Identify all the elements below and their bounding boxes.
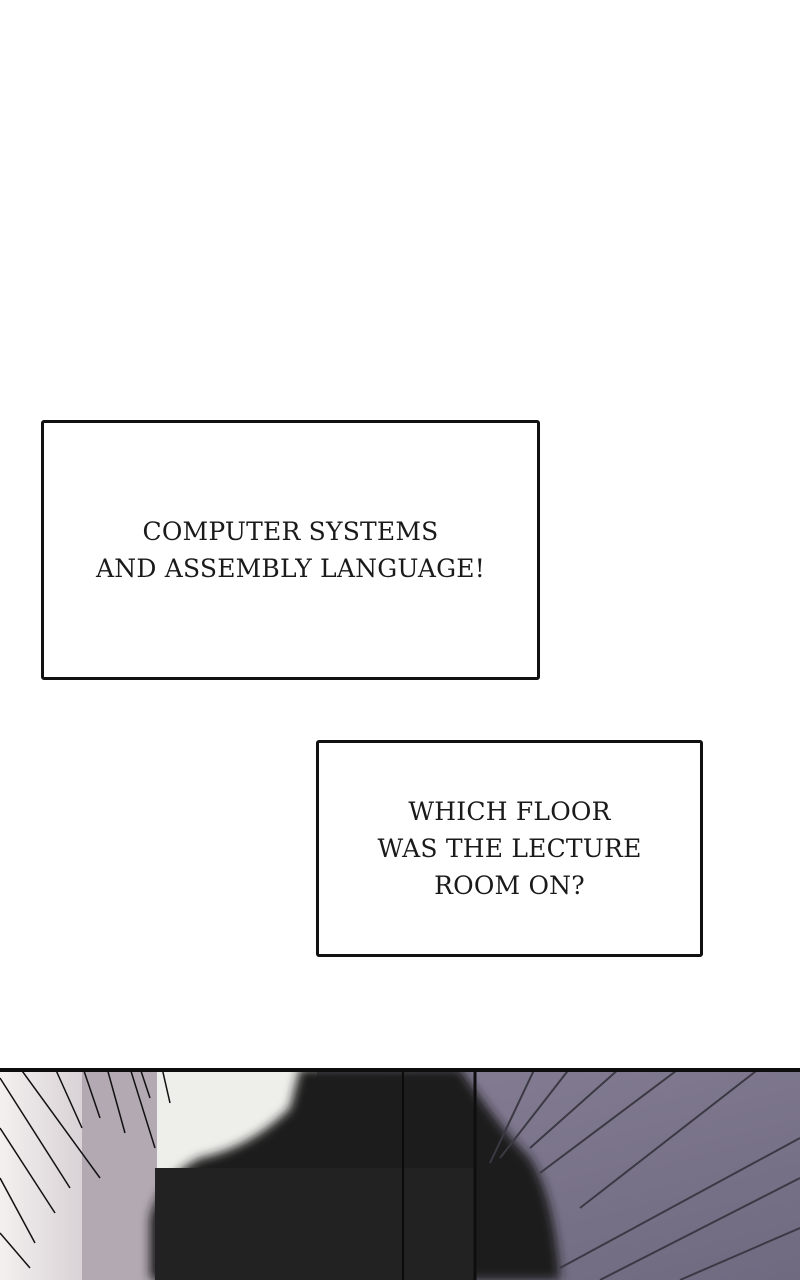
- caption-line: COMPUTER SYSTEMS: [142, 517, 439, 546]
- caption-text: COMPUTER SYSTEMS AND ASSEMBLY LANGUAGE!: [96, 513, 485, 587]
- speed-lines: [0, 1068, 171, 1269]
- comic-panel-hallway: [0, 1068, 800, 1280]
- speed-lines-right: [489, 1068, 800, 1280]
- caption-text: WHICH FLOOR WAS THE LECTURE ROOM ON?: [377, 793, 641, 904]
- caption-box-computer-systems: COMPUTER SYSTEMS AND ASSEMBLY LANGUAGE!: [41, 420, 540, 680]
- caption-box-lecture-room: WHICH FLOOR WAS THE LECTURE ROOM ON?: [316, 740, 703, 957]
- figure-body: [155, 1168, 475, 1280]
- panel-border-top: [0, 1068, 800, 1072]
- caption-line: ROOM ON?: [434, 871, 585, 900]
- caption-line: WHICH FLOOR: [408, 797, 611, 826]
- left-wall: [0, 1068, 82, 1280]
- caption-line: WAS THE LECTURE: [377, 834, 642, 863]
- caption-line: AND ASSEMBLY LANGUAGE!: [96, 554, 485, 583]
